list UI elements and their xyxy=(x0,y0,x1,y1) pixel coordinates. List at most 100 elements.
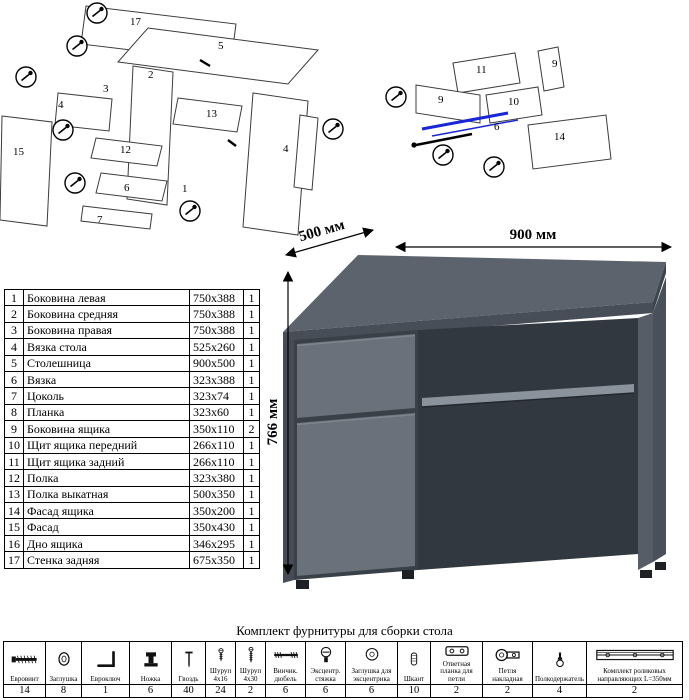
cam-lock-icon xyxy=(320,647,331,663)
part-callout: 6 xyxy=(124,182,130,194)
part-number: 3 xyxy=(4,321,24,340)
hardware-item-name: Евроключ xyxy=(90,674,121,683)
hardware-item-name: Ответная планка для петли xyxy=(440,659,473,683)
part-number: 7 xyxy=(4,387,24,405)
hardware-item-name: Шуруп 4x16 xyxy=(209,667,232,683)
desk-render: 900 мм 500 мм 766 мм xyxy=(266,222,673,589)
part-callout: 11 xyxy=(476,64,487,76)
leg-icon xyxy=(143,652,158,667)
part-qty: 1 xyxy=(243,485,260,504)
hardware-item-name: Комплект роликовых направляющих L=350мм xyxy=(597,667,672,683)
part-number: 11 xyxy=(4,452,24,471)
part-number: 14 xyxy=(4,502,24,520)
exploded-diagram-right: 11 9 9 10 6 14 xyxy=(385,46,612,178)
part-size: 750x388 xyxy=(189,305,244,323)
part-callout: 2 xyxy=(148,69,154,81)
hardware-item: Гвоздь xyxy=(171,641,206,685)
part-name: Стенка задняя xyxy=(23,551,190,569)
part-number: 15 xyxy=(4,518,24,536)
part-number: 6 xyxy=(4,370,24,389)
part-number: 10 xyxy=(4,436,24,454)
part-name: Фасад xyxy=(23,518,190,536)
hex-key-icon xyxy=(96,650,115,667)
part-callout: 12 xyxy=(120,144,131,156)
part-callout: 6 xyxy=(494,121,500,133)
part-name: Цоколь xyxy=(23,387,190,405)
part-callout: 4 xyxy=(58,99,64,111)
part-callout: 9 xyxy=(438,94,444,106)
shelf-support-icon xyxy=(555,652,564,667)
hinge-plate-icon xyxy=(444,646,469,657)
part-callouts: 11 9 9 10 6 14 xyxy=(438,58,566,143)
part-name: Щит ящика задний xyxy=(23,452,190,471)
hardware-item-name: Винчик. дюбель xyxy=(273,667,298,683)
hardware-item-name: Полкодержатель xyxy=(534,674,585,683)
part-qty: 1 xyxy=(243,534,260,553)
part-qty: 1 xyxy=(243,452,260,471)
hardware-qty: 6 xyxy=(129,684,172,698)
hardware-qty: 1 xyxy=(81,684,130,698)
hardware-qty: 6 xyxy=(305,684,346,698)
hardware-kit-title: Комплект фурнитуры для сборки стола xyxy=(236,623,453,638)
screw-4x16-icon xyxy=(217,648,224,662)
part-size: 350x430 xyxy=(189,518,244,536)
part-qty: 1 xyxy=(243,321,260,340)
part-size: 323x388 xyxy=(189,370,244,389)
hardware-qty: 6 xyxy=(265,684,306,698)
part-size: 500x350 xyxy=(189,485,244,504)
part-size: 266x110 xyxy=(189,452,244,471)
part-qty: 2 xyxy=(243,420,260,438)
part-name: Вязка xyxy=(23,370,190,389)
part-name: Планка xyxy=(23,403,190,422)
hardware-item: Ножка xyxy=(129,641,172,685)
depth-dimension-label: 500 мм xyxy=(297,222,346,245)
part-number: 2 xyxy=(4,305,24,323)
part-callout: 14 xyxy=(554,131,566,143)
hardware-item-name: Евровинт xyxy=(10,674,39,683)
part-callout: 17 xyxy=(130,16,142,28)
hardware-qty: 6 xyxy=(345,684,398,698)
part-number: 17 xyxy=(4,551,24,569)
part-size: 750x388 xyxy=(189,321,244,340)
hinge-icon xyxy=(495,649,520,662)
hardware-item: Заглушка для эксцентрика xyxy=(345,641,398,685)
hardware-table: Евровинт Заглушка Евроключ Ножка Гвоздь … xyxy=(3,641,683,698)
part-qty: 1 xyxy=(243,338,260,356)
hardware-item-name: Заглушка для эксцентрика xyxy=(351,667,392,683)
part-name: Боковина средняя xyxy=(23,305,190,323)
part-number: 4 xyxy=(4,338,24,356)
part-number: 5 xyxy=(4,354,24,372)
hardware-qty: 10 xyxy=(397,684,431,698)
hardware-item-name: Шкант xyxy=(403,674,425,683)
part-size: 266x110 xyxy=(189,436,244,454)
hardware-item-name: Эксцентр. стяжка xyxy=(310,667,341,683)
part-size: 350x200 xyxy=(189,502,244,520)
hardware-qty: 14 xyxy=(3,684,46,698)
hardware-item: Шкант xyxy=(397,641,431,685)
part-callout: 10 xyxy=(508,96,520,108)
part-name: Вязка стола xyxy=(23,338,190,356)
part-size: 675x350 xyxy=(189,551,244,569)
part-size: 346x295 xyxy=(189,534,244,553)
nail-icon xyxy=(184,651,193,668)
hardware-item: Евроключ xyxy=(81,641,130,685)
panel-shapes xyxy=(411,46,612,170)
hardware-item-name: Гвоздь xyxy=(178,674,199,683)
hardware-qty: 2 xyxy=(482,684,533,698)
part-callout: 13 xyxy=(206,108,218,120)
part-name: Полка выкатная xyxy=(23,485,190,504)
part-callout: 9 xyxy=(552,58,558,70)
part-size: 750x388 xyxy=(189,288,244,307)
part-size: 323x74 xyxy=(189,387,244,405)
hardware-qty: 24 xyxy=(205,684,236,698)
